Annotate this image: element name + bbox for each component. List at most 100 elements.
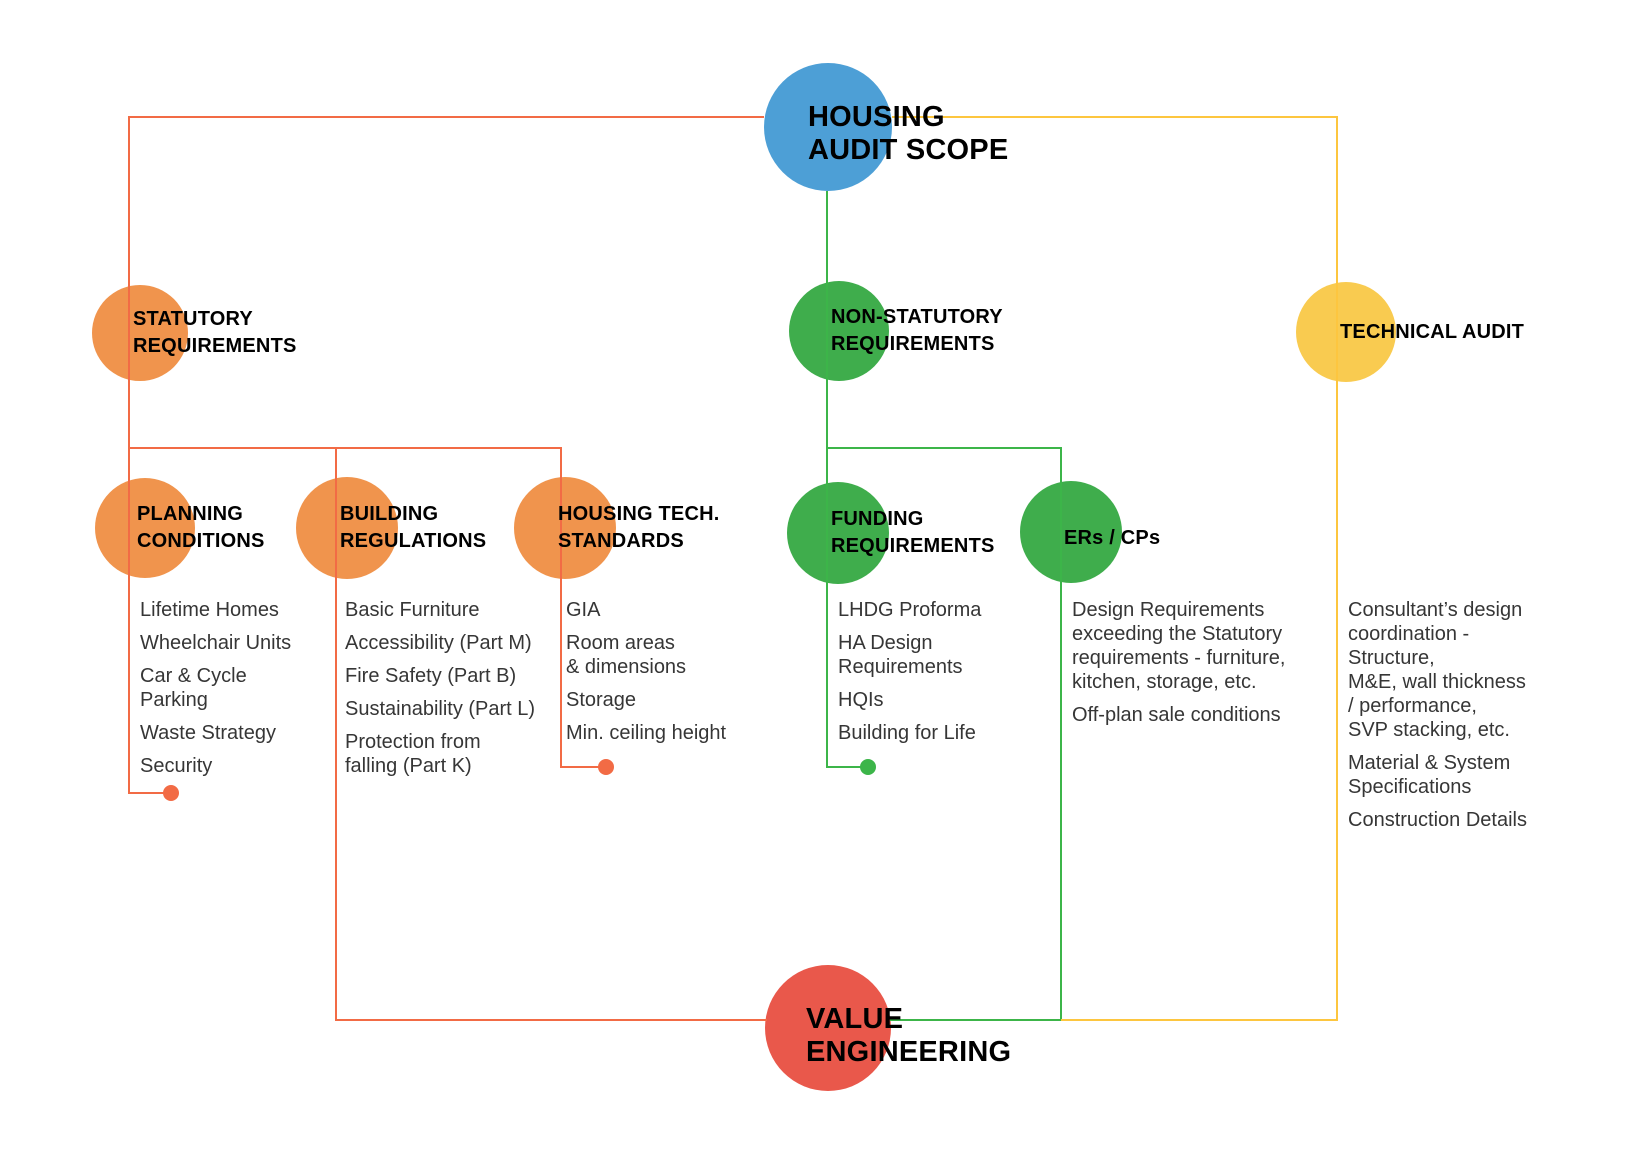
node-circle-planning-conditions [95, 478, 195, 578]
node-label-value-engineering: VALUE ENGINEERING [806, 1003, 1011, 1069]
label-line: CONDITIONS [137, 530, 265, 552]
node-circle-ers-cps [1020, 481, 1122, 583]
list-line: Basic Furniture [345, 599, 480, 621]
list-line: Structure, [1348, 647, 1435, 669]
connector-security-stub [128, 792, 172, 794]
connector-building-vertical [335, 447, 337, 1021]
label-line: VALUE [806, 1003, 904, 1035]
list-item: Off-plan sale conditions [1072, 703, 1285, 727]
list-funding-requirements: LHDG Proforma HA Design Requirements HQI… [838, 598, 981, 754]
list-line: Min. ceiling height [566, 722, 727, 744]
list-line: Wheelchair Units [140, 632, 292, 654]
list-line: Sustainability (Part L) [345, 698, 536, 720]
list-line: Requirements [838, 656, 963, 678]
list-item: Wheelchair Units [140, 631, 291, 655]
list-line: Protection from [345, 731, 481, 753]
list-ers-cps: Design Requirements exceeding the Statut… [1072, 598, 1285, 736]
list-item: Security [140, 754, 291, 778]
list-line: Material & System [1348, 752, 1511, 774]
label-line: REQUIREMENTS [133, 335, 297, 357]
list-housing-tech-standards: GIA Room areas & dimensions Storage Min.… [566, 598, 726, 754]
node-circle-funding [787, 482, 889, 584]
node-label-technical-audit: TECHNICAL AUDIT [1340, 319, 1524, 346]
list-item: GIA [566, 598, 726, 622]
node-label-planning-conditions: PLANNING CONDITIONS [137, 501, 265, 555]
list-item: Basic Furniture [345, 598, 535, 622]
endpoint-dot-security [163, 785, 179, 801]
list-item: Waste Strategy [140, 721, 291, 745]
node-circle-housing-audit-scope [764, 63, 892, 191]
node-circle-statutory [92, 285, 188, 381]
node-circle-building-regulations [296, 477, 398, 579]
list-planning-conditions: Lifetime Homes Wheelchair Units Car & Cy… [140, 598, 291, 787]
connector-scope-to-non-statutory [826, 191, 828, 768]
list-item: Min. ceiling height [566, 721, 726, 745]
label-line: REQUIREMENTS [831, 333, 995, 355]
list-building-regulations: Basic Furniture Accessibility (Part M) F… [345, 598, 535, 787]
connector-statutory-vertical [128, 116, 130, 794]
connector-ers-to-value [890, 1019, 1061, 1021]
label-line: FUNDING [831, 508, 924, 530]
connector-scope-to-statutory [129, 116, 764, 118]
list-item: Sustainability (Part L) [345, 697, 535, 721]
list-line: & dimensions [566, 656, 687, 678]
node-label-housing-tech-standards: HOUSING TECH. STANDARDS [558, 501, 720, 555]
list-line: Room areas [566, 632, 675, 654]
label-line: BUILDING [340, 503, 439, 525]
list-item: Protection from falling (Part K) [345, 730, 535, 778]
list-line: Off-plan sale conditions [1072, 704, 1281, 726]
list-line: falling (Part K) [345, 755, 472, 777]
connector-ers-vertical [1060, 447, 1062, 1020]
connector-non-statutory-branch [826, 447, 1062, 449]
label-line: HOUSING TECH. [558, 503, 720, 525]
node-label-statutory: STATUTORY REQUIREMENTS [133, 306, 297, 360]
connector-technical-vertical [1336, 116, 1338, 1021]
node-circle-value-engineering [765, 965, 891, 1091]
list-item: Consultant’s design coordination - Struc… [1348, 598, 1527, 742]
connector-funding-stub [826, 766, 870, 768]
list-line: Specifications [1348, 776, 1472, 798]
list-line: SVP stacking, etc. [1348, 719, 1510, 741]
list-line: Accessibility (Part M) [345, 632, 532, 654]
label-line: REQUIREMENTS [831, 535, 995, 557]
list-line: Building for Life [838, 722, 976, 744]
list-item: Design Requirements exceeding the Statut… [1072, 598, 1285, 694]
endpoint-dot-building-for-life [860, 759, 876, 775]
connector-housing-tech-vertical [560, 447, 562, 768]
list-line: Waste Strategy [140, 722, 276, 744]
label-line: PLANNING [137, 503, 244, 525]
list-line: HQIs [838, 689, 884, 711]
list-line: / performance, [1348, 695, 1477, 717]
list-technical-audit: Consultant’s design coordination - Struc… [1348, 598, 1527, 841]
node-label-ers-cps: ERs / CPs [1064, 525, 1160, 552]
list-item: Car & Cycle Parking [140, 664, 291, 712]
node-label-non-statutory: NON-STATUTORY REQUIREMENTS [831, 304, 1003, 358]
connector-ceiling-stub [560, 766, 608, 768]
list-line: Parking [140, 689, 208, 711]
label-line: STANDARDS [558, 530, 684, 552]
list-line: LHDG Proforma [838, 599, 982, 621]
list-item: Construction Details [1348, 808, 1527, 832]
label-line: ERs / CPs [1064, 527, 1161, 549]
connector-technical-to-value [1061, 1019, 1337, 1021]
list-item: Building for Life [838, 721, 981, 745]
label-line: HOUSING [808, 101, 945, 133]
connector-scope-to-technical [892, 116, 1338, 118]
list-line: HA Design [838, 632, 933, 654]
list-line: kitchen, storage, etc. [1072, 671, 1257, 693]
node-label-funding-requirements: FUNDING REQUIREMENTS [831, 506, 995, 560]
list-item: Storage [566, 688, 726, 712]
list-line: Construction Details [1348, 809, 1527, 831]
list-item: HQIs [838, 688, 981, 712]
list-line: GIA [566, 599, 601, 621]
list-line: exceeding the Statutory [1072, 623, 1283, 645]
node-label-building-regulations: BUILDING REGULATIONS [340, 501, 486, 555]
list-line: Fire Safety (Part B) [345, 665, 517, 687]
list-line: coordination - [1348, 623, 1470, 645]
label-line: REGULATIONS [340, 530, 487, 552]
list-line: Lifetime Homes [140, 599, 279, 621]
list-line: requirements - furniture, [1072, 647, 1286, 669]
list-item: Material & System Specifications [1348, 751, 1527, 799]
node-circle-technical-audit [1296, 282, 1396, 382]
list-item: Fire Safety (Part B) [345, 664, 535, 688]
